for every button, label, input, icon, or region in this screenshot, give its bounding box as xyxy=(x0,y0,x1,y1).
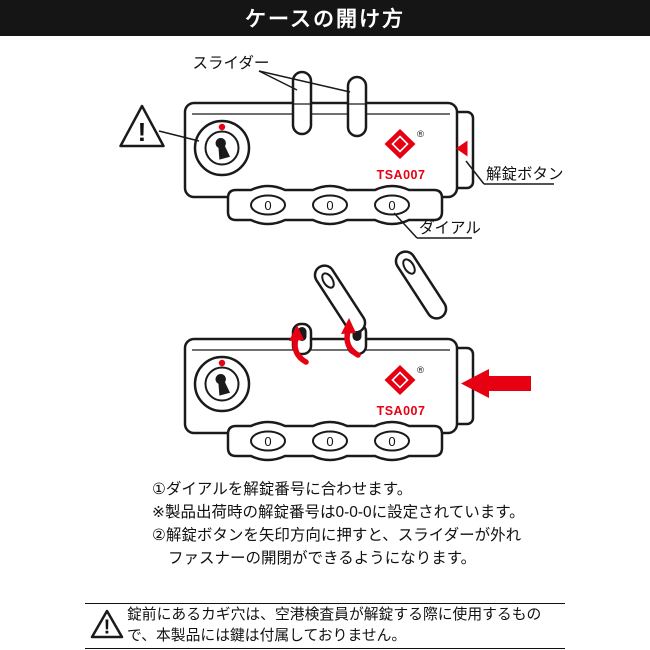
footer-warning-triangle-icon: ! xyxy=(90,609,124,639)
unlock-button-leader-line xyxy=(465,160,485,185)
label-dial: ダイアル xyxy=(419,219,481,237)
footer-note-line-1: 錠前にあるカギ穴は、空港検査員が解錠する際に使用するもの xyxy=(127,607,542,623)
footer-divider-top xyxy=(85,603,565,604)
slider-left xyxy=(291,70,313,136)
warning-leader-line xyxy=(158,130,200,142)
instruction-note: ※製品出荷時の解錠番号は0-0-0に設定されています。 xyxy=(152,504,525,521)
instruction-step-2-line-2: ファスナーの開閉ができるようになります。 xyxy=(168,550,477,567)
warning-exclamation: ! xyxy=(138,117,147,147)
lock-illustration-top: ! スライダー 解錠ボタン ダイアル xyxy=(119,54,564,239)
footer-divider-bottom xyxy=(85,648,565,649)
slider-leader-line-1 xyxy=(258,70,298,91)
footer-note-line-2: で、本製品には鍵は付属しておりません。 xyxy=(127,628,407,644)
dial-leader-line xyxy=(393,212,418,239)
release-arrow-right xyxy=(341,318,361,358)
warning-triangle-icon xyxy=(119,104,165,148)
slider-leader-line-2 xyxy=(258,70,351,93)
lock-illustration-bottom xyxy=(183,250,531,462)
zipper-pull-left xyxy=(313,264,367,334)
title-bar: ケースの開け方 xyxy=(0,0,650,36)
footer-warning-exclamation: ! xyxy=(104,617,111,639)
zipper-pull-right xyxy=(394,250,448,320)
page-title: ケースの開け方 xyxy=(245,8,405,31)
release-arrow-left xyxy=(289,325,309,365)
instructions-block: ①ダイアルを解錠番号に合わせます。 ※製品出荷時の解錠番号は0-0-0に設定され… xyxy=(152,478,525,570)
unlock-button-red-triangle xyxy=(456,140,468,157)
slider-right xyxy=(346,75,368,138)
label-slider: スライダー xyxy=(193,54,270,72)
instruction-step-2-line-1: ②解錠ボタンを矢印方向に押すと、スライダーが外れ xyxy=(152,527,522,544)
footer-note: 錠前にあるカギ穴は、空港検査員が解錠する際に使用するもの で、本製品には鍵は付属… xyxy=(127,605,541,647)
push-button-arrow xyxy=(461,369,531,398)
label-unlock-button: 解錠ボタン xyxy=(486,165,564,183)
instruction-step-1: ①ダイアルを解錠番号に合わせます。 xyxy=(152,481,413,498)
